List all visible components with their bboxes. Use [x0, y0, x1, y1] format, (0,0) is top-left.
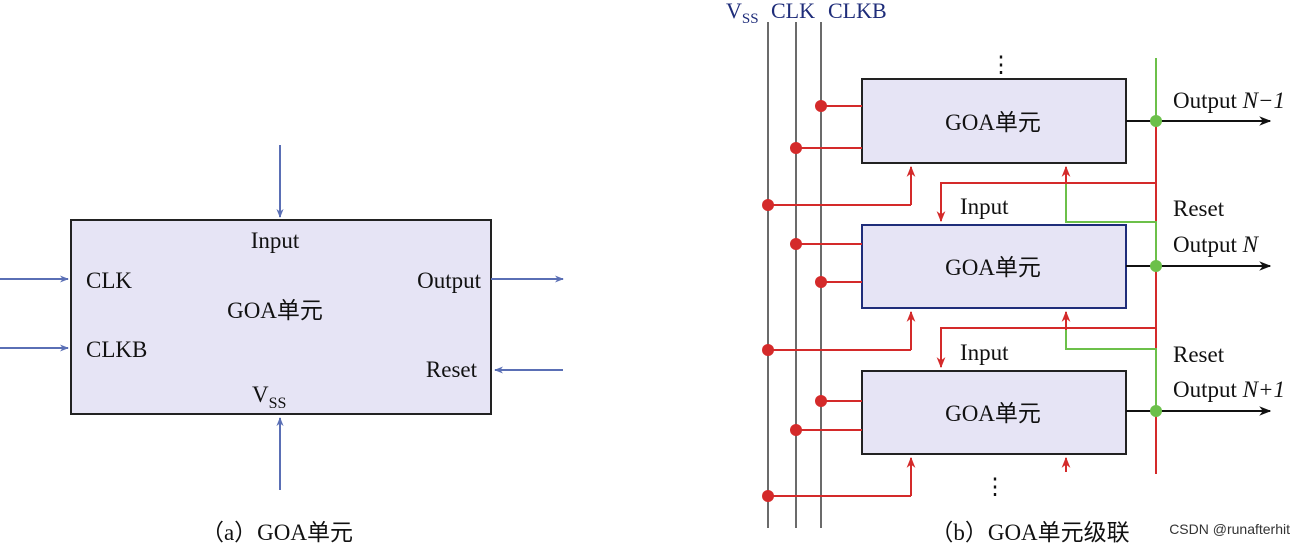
goa-unit-n-minus-1 [861, 78, 1127, 164]
vss-node-3 [762, 490, 774, 502]
reset-wire-green-2 [1065, 312, 1157, 411]
input-label: Input [251, 228, 300, 253]
goa-unit-title: GOA单元 [227, 298, 323, 323]
bus-label-clkb: CLKB [828, 0, 887, 23]
clk-node-1 [790, 142, 802, 154]
output-label-1: Output N−1 [1173, 88, 1285, 113]
reset-label-1: Reset [1173, 196, 1225, 221]
clk-node-2 [790, 238, 802, 250]
goa-unit-2-title: GOA单元 [945, 255, 1041, 280]
output-label: Output [417, 268, 482, 293]
vss-label: VSS [252, 382, 286, 412]
goa-unit-n-plus-1 [861, 370, 1127, 455]
ellipsis-bottom: ⋮ [984, 474, 1007, 499]
diagram-a: Input CLK CLKB GOA单元 Output Reset VSS （a… [0, 145, 564, 545]
goa-unit-n [861, 224, 1127, 309]
output-node-3 [1150, 405, 1162, 417]
reset-wire-green-1 [1065, 167, 1157, 266]
bus-label-vss: VSS [726, 0, 759, 27]
vss-node-1 [762, 199, 774, 211]
vss-node-2 [762, 344, 774, 356]
clkb-label: CLKB [86, 337, 147, 362]
caption-b: （b）GOA单元级联 [930, 520, 1129, 545]
clk-node-3 [790, 424, 802, 436]
goa-unit-1-title: GOA单元 [945, 110, 1041, 135]
clkb-node-1 [815, 100, 827, 112]
output-label-2: Output N [1173, 232, 1260, 257]
input-label-3: Input [960, 340, 1009, 365]
reset-label: Reset [426, 357, 478, 382]
diagram-b: VSS CLK CLKB GOA单元 Output N−1 ⋮ Input [726, 0, 1285, 545]
watermark: CSDN @runafterhit [1169, 521, 1290, 537]
output-label-3: Output N+1 [1173, 377, 1285, 402]
input-wire-3 [936, 327, 1156, 369]
output-node-2 [1150, 260, 1162, 272]
clkb-node-3 [815, 395, 827, 407]
goa-unit-3-title: GOA单元 [945, 401, 1041, 426]
clk-label: CLK [86, 268, 132, 293]
input-wire-2 [936, 182, 1156, 223]
bus-label-clk: CLK [771, 0, 815, 23]
goa-unit-block [70, 219, 492, 415]
ellipsis-top: ⋮ [990, 52, 1013, 77]
caption-a: （a）GOA单元 [201, 520, 353, 545]
reset-label-2: Reset [1173, 342, 1225, 367]
output-node-1 [1150, 115, 1162, 127]
clkb-node-2 [815, 276, 827, 288]
input-label-2: Input [960, 194, 1009, 219]
